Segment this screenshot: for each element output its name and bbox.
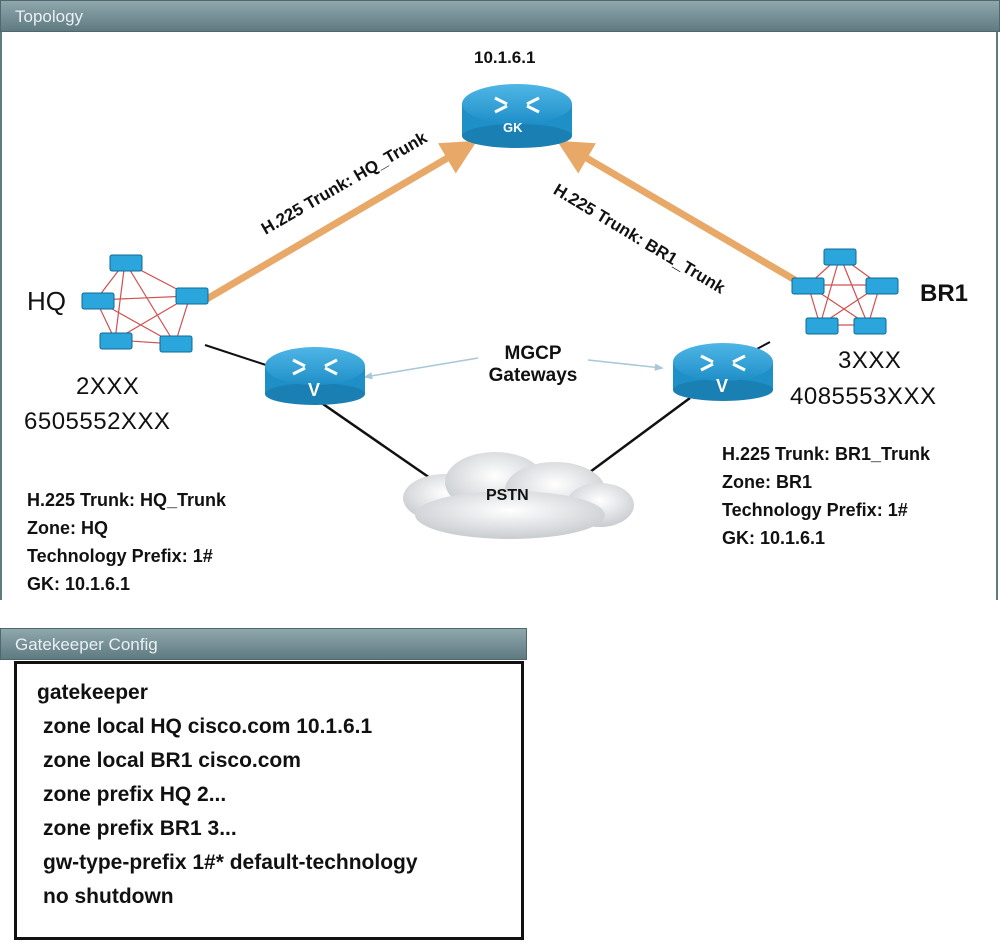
mgcp-arrow-left: [363, 357, 479, 380]
pstn-cloud: [403, 452, 634, 539]
config-box: gatekeeper zone local HQ cisco.com 10.1.…: [14, 661, 524, 940]
hq-info-tech-prefix: Technology Prefix: 1#: [27, 546, 213, 566]
pstn-label: PSTN: [486, 487, 529, 504]
config-line: no shutdown: [43, 885, 174, 908]
config-line: zone prefix BR1 3...: [43, 817, 237, 840]
br1-info-block: H.225 Trunk: BR1_Trunk Zone: BR1 Technol…: [722, 440, 930, 552]
br1-extension-range: 3XXX: [838, 347, 902, 374]
hq-extension-range: 2XXX: [76, 373, 140, 400]
config-title-bar: Gatekeeper Config: [0, 628, 527, 660]
hq-did-range: 6505552XXX: [24, 408, 171, 435]
hq-trunk-arrow: [203, 140, 478, 304]
gatekeeper-router-icon[interactable]: [462, 84, 572, 148]
hq-gateway-to-pstn-link: [309, 393, 431, 480]
hq-gateway-router-icon[interactable]: [265, 347, 365, 405]
topology-title-bar: Topology: [0, 0, 1000, 32]
br1-switch-cluster-icon[interactable]: [791, 248, 899, 335]
hq-info-trunk: H.225 Trunk: HQ_Trunk: [27, 490, 227, 510]
hq-to-gateway-link: [204, 344, 276, 369]
mgcp-label-line2: Gateways: [488, 365, 578, 386]
topology-panel: [0, 32, 998, 600]
config-line: zone local HQ cisco.com 10.1.6.1: [43, 715, 373, 738]
topology-title: Topology: [15, 7, 84, 26]
hq-site-name: HQ: [27, 286, 66, 316]
gatekeeper-icon-label: GK: [503, 120, 523, 135]
br1-site-name: BR1: [920, 280, 969, 307]
br1-info-trunk: H.225 Trunk: BR1_Trunk: [722, 444, 931, 464]
br1-gateway-router-icon[interactable]: [673, 343, 773, 401]
mgcp-label: MGCP Gateways: [474, 343, 592, 387]
config-line: gatekeeper: [37, 681, 148, 704]
br1-trunk-arrow: [556, 140, 797, 284]
br1-info-gk: GK: 10.1.6.1: [722, 528, 826, 548]
hq-info-zone: Zone: HQ: [27, 518, 108, 538]
br1-did-range: 4085553XXX: [790, 383, 937, 410]
config-title: Gatekeeper Config: [15, 635, 158, 654]
br1-info-zone: Zone: BR1: [722, 472, 812, 492]
br1-gateway-icon-label: V: [716, 376, 729, 396]
br1-gateway-to-pstn-link: [589, 396, 691, 474]
mgcp-label-line1: MGCP: [504, 343, 562, 364]
config-line: zone local BR1 cisco.com: [43, 749, 301, 772]
mgcp-arrow-right: [587, 359, 664, 371]
hq-info-block: H.225 Trunk: HQ_Trunk Zone: HQ Technolog…: [27, 486, 226, 598]
config-line: gw-type-prefix 1#* default-technology: [43, 851, 418, 874]
hq-info-gk: GK: 10.1.6.1: [27, 574, 131, 594]
gatekeeper-ip: 10.1.6.1: [474, 48, 536, 67]
hq-switch-cluster-icon[interactable]: [81, 254, 209, 353]
config-line: zone prefix HQ 2...: [43, 783, 227, 806]
hq-gateway-icon-label: V: [308, 380, 321, 400]
topology-diagram: [81, 84, 899, 539]
br1-info-tech-prefix: Technology Prefix: 1#: [722, 500, 908, 520]
